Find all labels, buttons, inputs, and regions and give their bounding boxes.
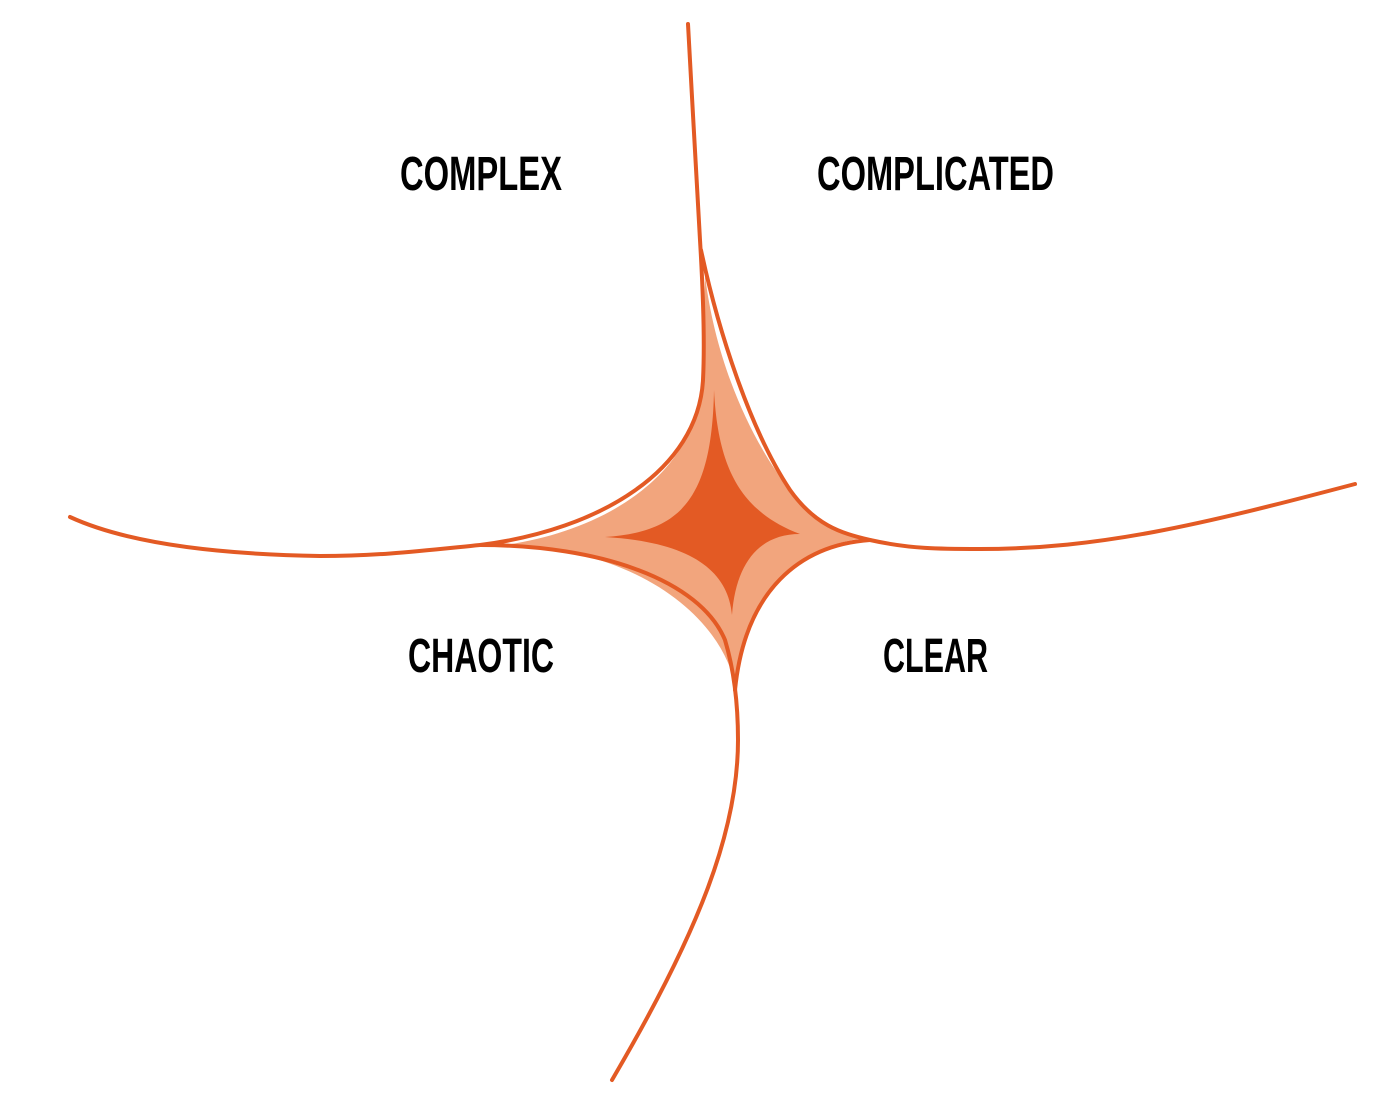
boundary-complicated-right (699, 248, 1357, 552)
label-clear: CLEAR (883, 630, 988, 683)
confusion-outer-region (505, 275, 866, 690)
label-complex: COMPLEX (400, 148, 562, 201)
confusion-center-star (605, 390, 800, 615)
label-chaotic: CHAOTIC (408, 630, 554, 683)
label-complicated: COMPLICATED (817, 148, 1054, 201)
boundary-chaotic-lower (478, 543, 741, 1082)
boundary-complex-left (68, 22, 706, 559)
boundary-clear-lower (733, 538, 872, 692)
